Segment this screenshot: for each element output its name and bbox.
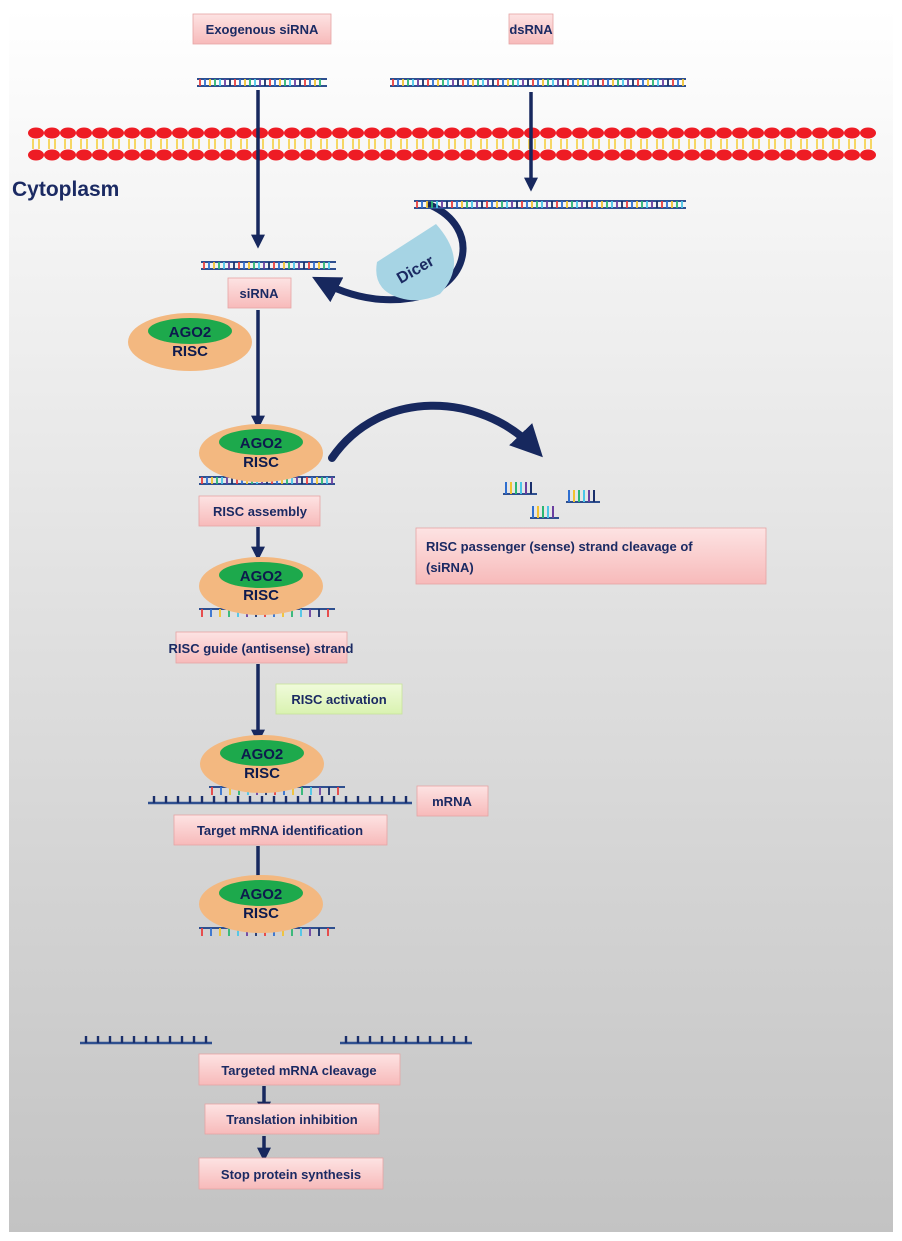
ago2-label: AGO2 bbox=[240, 568, 283, 585]
risc-label: RISC bbox=[243, 587, 279, 604]
svg-text:Targeted mRNA cleavage: Targeted mRNA cleavage bbox=[221, 1063, 376, 1078]
label-target-identification: Target mRNA identification bbox=[173, 814, 388, 846]
svg-text:RISC activation: RISC activation bbox=[291, 692, 386, 707]
svg-text:Translation inhibition: Translation inhibition bbox=[226, 1112, 358, 1127]
svg-text:(siRNA): (siRNA) bbox=[426, 560, 474, 575]
svg-text:Exogenous siRNA: Exogenous siRNA bbox=[206, 22, 319, 37]
risc-label: RISC bbox=[243, 454, 279, 471]
risc-label: RISC bbox=[244, 765, 280, 782]
cell-membrane bbox=[28, 127, 876, 161]
label-targeted-cleavage: Targeted mRNA cleavage bbox=[198, 1053, 401, 1086]
label-guide-strand: RISC guide (antisense) strand bbox=[169, 631, 354, 664]
target-mrna-strand bbox=[148, 796, 412, 805]
ago2-label: AGO2 bbox=[240, 435, 283, 452]
label-risc-assembly: RISC assembly bbox=[198, 495, 321, 527]
svg-text:mRNA: mRNA bbox=[432, 794, 472, 809]
ago2-label: AGO2 bbox=[240, 886, 283, 903]
svg-text:siRNA: siRNA bbox=[239, 286, 279, 301]
passenger-fragments bbox=[503, 482, 600, 519]
dicer-enzyme: Dicer bbox=[376, 224, 455, 301]
label-passenger-strand-cleavage: RISC passenger (sense) strand cleavage o… bbox=[415, 527, 767, 585]
label-exogenous-sirna: Exogenous siRNA bbox=[192, 13, 332, 45]
label-dsrna: dsRNA bbox=[508, 13, 554, 45]
svg-text:dsRNA: dsRNA bbox=[509, 22, 553, 37]
svg-text:RISC assembly: RISC assembly bbox=[213, 504, 308, 519]
svg-text:RISC passenger (sense) strand: RISC passenger (sense) strand cleavage o… bbox=[426, 539, 693, 554]
rna-strands bbox=[80, 78, 686, 1045]
svg-text:RISC guide (antisense) strand: RISC guide (antisense) strand bbox=[169, 641, 354, 656]
background-panel bbox=[9, 9, 893, 1232]
risc-label: RISC bbox=[172, 343, 208, 360]
cytoplasm-label: Cytoplasm bbox=[12, 178, 119, 201]
cleaved-mrna-right bbox=[340, 1036, 472, 1045]
passenger-fragment-1 bbox=[503, 482, 537, 495]
diced-dsrna-strand bbox=[414, 200, 686, 209]
cleaved-mrna-left bbox=[80, 1036, 212, 1045]
label-sirna: siRNA bbox=[227, 277, 292, 309]
dsrna-strand bbox=[390, 78, 686, 87]
passenger-fragment-2 bbox=[566, 490, 600, 503]
ago2-label: AGO2 bbox=[169, 324, 212, 341]
svg-text:Stop protein synthesis: Stop protein synthesis bbox=[221, 1167, 361, 1182]
arrow-risc-to-passenger bbox=[328, 401, 543, 462]
label-risc-activation: RISC activation bbox=[275, 683, 403, 715]
passenger-fragment-3 bbox=[530, 506, 559, 519]
risc-label: RISC bbox=[243, 905, 279, 922]
label-mrna: mRNA bbox=[416, 785, 489, 817]
sirna-strand bbox=[201, 261, 336, 270]
exogenous-sirna-strand bbox=[197, 78, 327, 87]
svg-text:Target mRNA identification: Target mRNA identification bbox=[197, 823, 363, 838]
ago2-label: AGO2 bbox=[241, 746, 284, 763]
label-translation-inhibition: Translation inhibition bbox=[204, 1103, 380, 1135]
label-stop-protein-synthesis: Stop protein synthesis bbox=[198, 1157, 384, 1190]
